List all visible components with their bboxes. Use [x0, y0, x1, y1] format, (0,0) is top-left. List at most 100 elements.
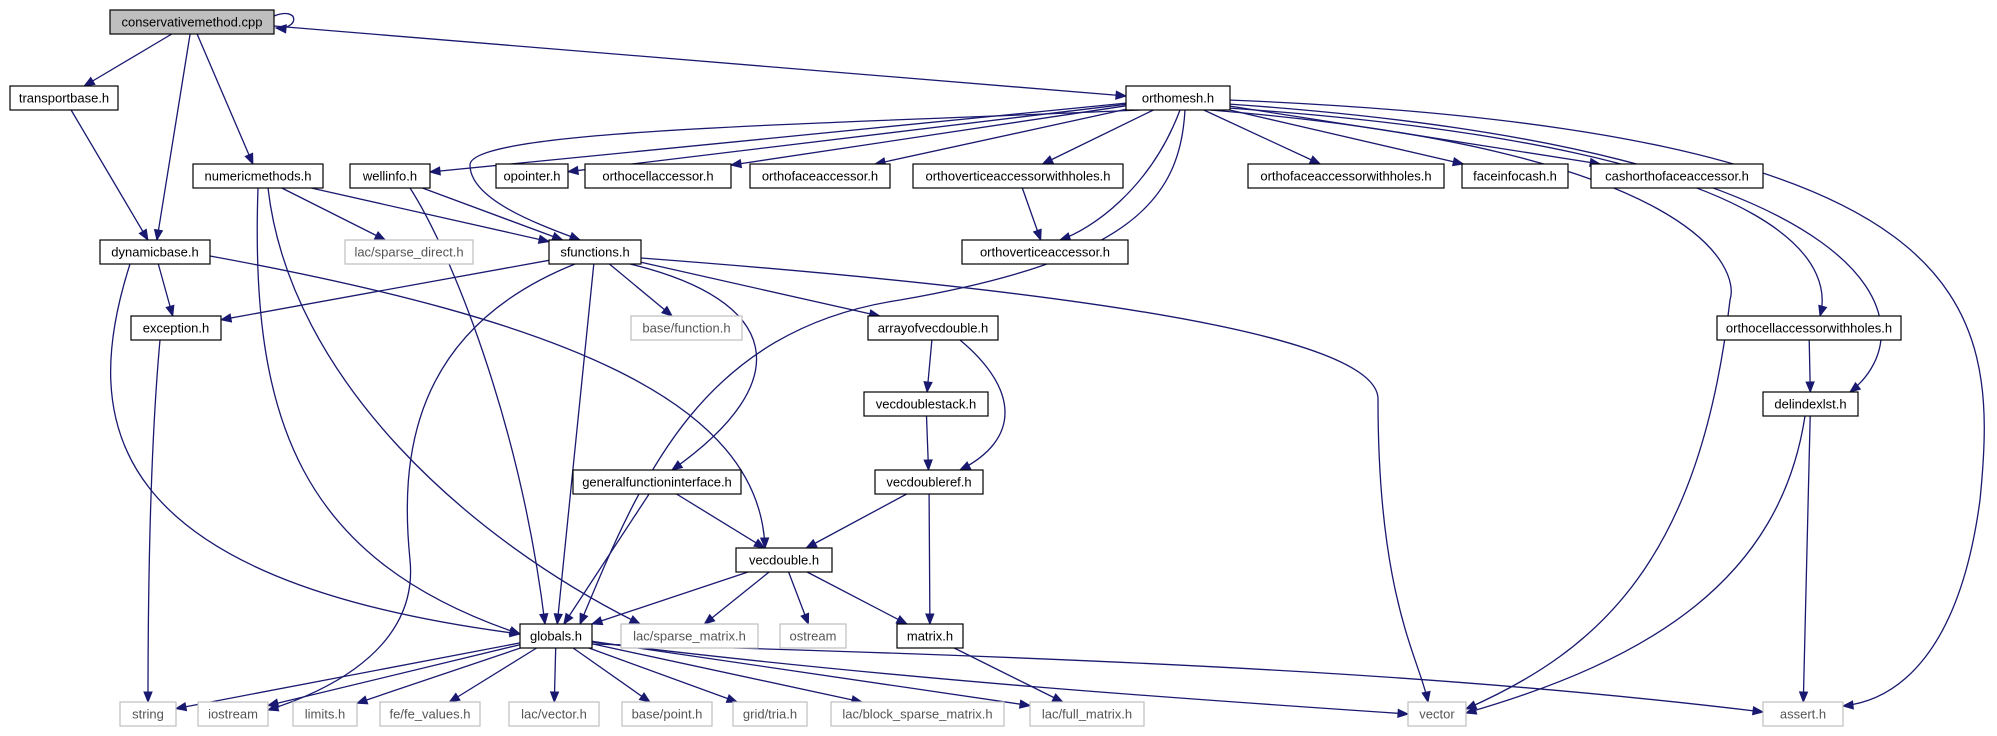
edge-line	[267, 263, 576, 711]
edge-delindexlst-to-assert	[1798, 415, 1811, 704]
edge-globals-to-fe_values	[448, 647, 537, 703]
edge-arrowhead	[174, 701, 188, 712]
node-sfunctions[interactable]: sfunctions.h	[548, 239, 642, 265]
edge-line	[591, 571, 749, 625]
node-orthoverticeaccessor[interactable]: orthoverticeaccessor.h	[961, 239, 1129, 265]
edge-sfunctions-to-arrayofvecdouble	[640, 261, 881, 319]
node-orthofaceaccessor[interactable]: orthofaceaccessor.h	[749, 163, 891, 189]
edge-arrowhead	[551, 231, 564, 241]
node-exception[interactable]: exception.h	[130, 315, 222, 341]
node-label: lac/full_matrix.h	[1042, 707, 1132, 722]
edge-line	[196, 33, 254, 165]
node-transportbase[interactable]: transportbase.h	[9, 85, 119, 111]
node-box	[99, 239, 211, 265]
edge-globals-to-base_point	[572, 647, 652, 703]
node-label: faceinfocash.h	[1473, 169, 1557, 184]
node-box	[867, 315, 999, 341]
node-box	[130, 315, 222, 341]
edge-conservativemethod-to-conservativemethod	[273, 13, 295, 34]
node-label: arrayofvecdouble.h	[878, 321, 989, 336]
edge-conservativemethod-to-orthomesh	[273, 25, 1128, 100]
node-cashorthofaceaccessor[interactable]: cashorthofaceaccessor.h	[1590, 163, 1764, 189]
node-label: globals.h	[530, 629, 582, 644]
edge-line	[676, 493, 765, 549]
node-orthocellaccessor[interactable]: orthocellaccessor.h	[584, 163, 732, 189]
node-box	[519, 623, 593, 649]
edge-arrowhead	[1841, 700, 1854, 710]
edge-arrowhead	[800, 612, 810, 626]
node-box	[1762, 391, 1859, 417]
edge-orthomesh-to-vector	[1209, 109, 1732, 710]
node-dynamicbase[interactable]: dynamicbase.h	[99, 239, 211, 265]
edge-line	[608, 263, 673, 317]
edge-line	[1203, 109, 1321, 165]
edge-arrowhead	[579, 612, 589, 626]
node-box	[495, 163, 569, 189]
edge-line	[556, 263, 595, 625]
node-vecdouble[interactable]: vecdouble.h	[735, 547, 833, 573]
node-opointer[interactable]: opointer.h	[495, 163, 569, 189]
node-box	[349, 163, 431, 189]
node-box	[508, 701, 600, 727]
edge-layer	[70, 13, 1985, 719]
edge-line	[209, 255, 766, 549]
edge-line	[83, 33, 173, 87]
edge-arrowhead	[1421, 690, 1431, 704]
edge-line	[1802, 415, 1811, 703]
node-numericmethods[interactable]: numericmethods.h	[192, 163, 324, 189]
node-orthocellaccessorwithholes[interactable]: orthocellaccessorwithholes.h	[1716, 315, 1902, 341]
node-box	[119, 701, 177, 727]
node-globals[interactable]: globals.h	[519, 623, 593, 649]
node-grid_tria: grid/tria.h	[732, 701, 808, 727]
edge-vecdoubleref-to-matrix	[925, 493, 935, 626]
edge-vecdouble-to-matrix	[806, 571, 909, 625]
node-orthoverticeaccessorwithholes[interactable]: orthoverticeaccessorwithholes.h	[912, 163, 1124, 189]
node-box	[379, 701, 481, 727]
node-label: orthoverticeaccessor.h	[980, 245, 1110, 260]
edge-dynamicbase-to-globals	[110, 263, 522, 638]
edge-line	[156, 33, 191, 241]
node-wellinfo[interactable]: wellinfo.h	[349, 163, 431, 189]
node-box	[344, 239, 474, 265]
edge-numericmethods-to-sfunctions	[311, 187, 551, 244]
node-box	[1762, 701, 1844, 727]
edge-line	[591, 640, 1031, 707]
edge-dynamicbase-to-vecdouble	[209, 255, 770, 550]
edge-arrowhead	[448, 692, 461, 703]
node-conservativemethod[interactable]: conservativemethod.cpp	[109, 9, 275, 35]
node-orthomesh[interactable]: orthomesh.h	[1125, 85, 1231, 111]
node-label: ostream	[790, 629, 837, 644]
node-matrix[interactable]: matrix.h	[896, 623, 964, 649]
edge-arrowhead	[165, 304, 175, 318]
node-ostream: ostream	[779, 623, 847, 649]
node-label: orthoverticeaccessorwithholes.h	[926, 169, 1111, 184]
node-string: string	[119, 701, 177, 727]
edge-orthomesh-to-assert	[1227, 99, 1985, 710]
node-arrayofvecdouble[interactable]: arrayofvecdouble.h	[867, 315, 999, 341]
node-label: fe/fe_values.h	[390, 707, 471, 722]
edge-line	[429, 102, 1127, 173]
node-limits: limits.h	[292, 701, 358, 727]
node-label: matrix.h	[907, 629, 953, 644]
edge-line	[267, 644, 521, 707]
node-label: vector	[1419, 707, 1455, 722]
node-base_function: base/function.h	[630, 315, 743, 341]
node-vecdoubleref[interactable]: vecdoubleref.h	[874, 469, 984, 495]
node-orthofaceaccessorwithholes[interactable]: orthofaceaccessorwithholes.h	[1247, 163, 1445, 189]
edge-sfunctions-to-vector	[640, 257, 1431, 704]
node-label: lac/sparse_direct.h	[354, 245, 463, 260]
edge-globals-to-limits	[355, 647, 521, 705]
node-generalfunctioninterface[interactable]: generalfunctioninterface.h	[572, 469, 742, 495]
node-vecdoublestack[interactable]: vecdoublestack.h	[863, 391, 989, 417]
node-label: transportbase.h	[19, 91, 109, 106]
node-box	[1461, 163, 1569, 189]
edge-line	[928, 493, 931, 625]
node-label: wellinfo.h	[362, 169, 417, 184]
node-faceinfocash[interactable]: faceinfocash.h	[1461, 163, 1569, 189]
node-label: dynamicbase.h	[111, 245, 198, 260]
node-delindexlst[interactable]: delindexlst.h	[1762, 391, 1859, 417]
node-label: cashorthofaceaccessor.h	[1605, 169, 1749, 184]
edge-globals-to-assert	[591, 643, 1765, 716]
node-label: orthofaceaccessorwithholes.h	[1260, 169, 1431, 184]
edge-globals-to-lac_full_matrix	[591, 640, 1032, 709]
